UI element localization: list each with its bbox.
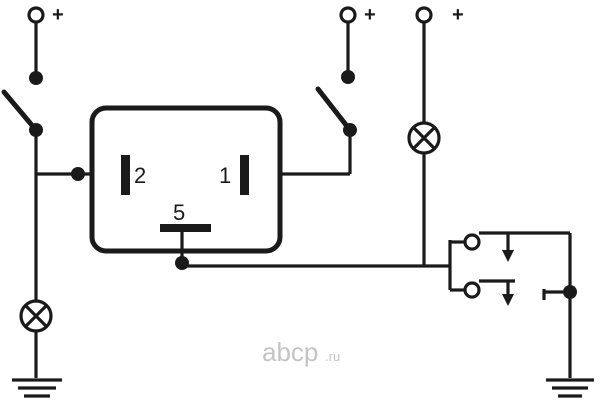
pin-1-label: 1	[219, 163, 231, 188]
switch-lever-middle	[315, 86, 353, 133]
watermark-suffix: .ru	[325, 349, 340, 364]
pin-2-label: 2	[134, 163, 146, 188]
pin-5-label: 5	[173, 200, 185, 225]
middle-supply-branch: +	[280, 4, 376, 176]
left-supply-branch: +	[1, 4, 92, 300]
lamp-right-icon	[407, 121, 441, 155]
supply-plus-middle: +	[364, 4, 376, 26]
relay-module: 2 1 5	[89, 105, 283, 254]
right-supply-branch: +	[407, 4, 464, 266]
ground-left-icon	[12, 378, 62, 398]
ground-right-icon	[546, 378, 594, 398]
junction-pin-5	[175, 256, 189, 270]
supply-terminal-middle	[339, 6, 357, 24]
watermark-text: abcp	[262, 337, 318, 367]
switch-lower-contact	[463, 281, 481, 299]
switch-upper-contact	[463, 233, 481, 251]
switch-contact-middle	[341, 70, 355, 84]
pin-1-contact	[240, 155, 249, 195]
left-lamp	[19, 299, 53, 333]
supply-terminal-right	[415, 6, 433, 24]
supply-plus-left: +	[52, 4, 64, 26]
pin-5-contact	[160, 224, 211, 232]
watermark: abcp .ru	[262, 337, 340, 367]
pin-2-contact	[121, 155, 130, 195]
junction-pin-2	[71, 167, 85, 181]
switch-contact-left	[29, 71, 43, 85]
supply-terminal-left	[27, 6, 45, 24]
twin-push-switch	[448, 231, 577, 378]
switch-lever-left	[1, 89, 39, 133]
supply-plus-right: +	[452, 4, 464, 26]
